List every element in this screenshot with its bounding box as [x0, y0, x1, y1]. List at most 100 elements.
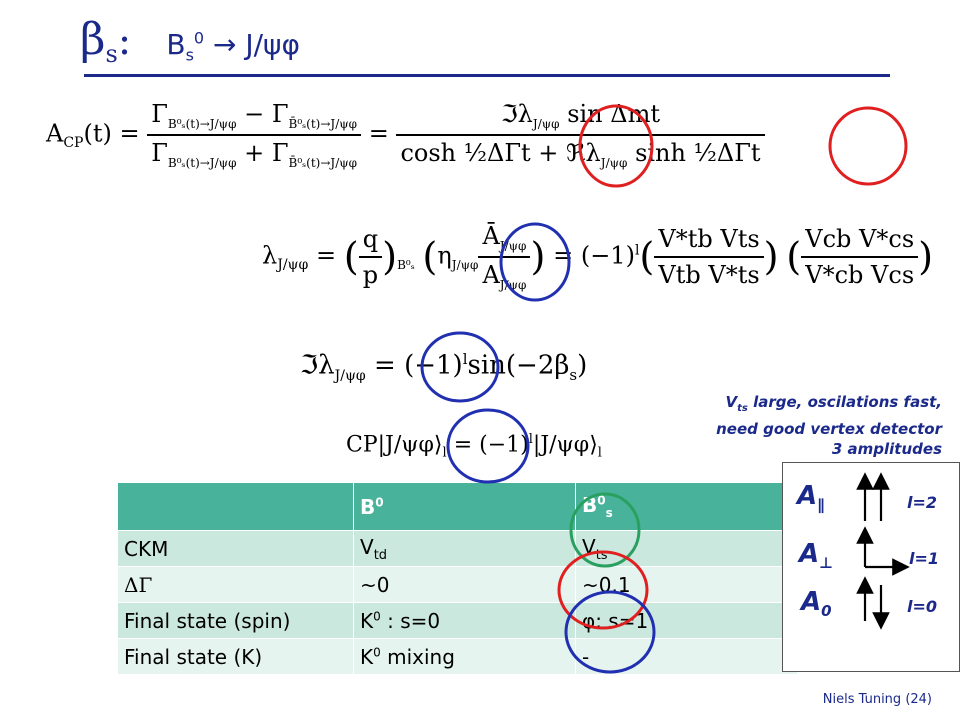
ckm1-den: Vtb V*ts — [658, 260, 760, 289]
equation-im-lambda: ℑλJ/ψφ = (−1)lsin(−2βs) — [300, 350, 587, 384]
table-row: ΔΓ ~0 ~0.1 — [117, 566, 798, 603]
acp-re-lambda-sub: J/ψφ — [600, 155, 628, 170]
lambda-q: q — [358, 225, 383, 258]
paren-close: ) — [918, 234, 934, 280]
table-cell: Vtd — [353, 530, 576, 567]
comparison-table: B0 B0s CKM Vtd Vts ΔΓ ~0 ~0.1 Final stat… — [117, 482, 798, 675]
lambda-abar: ĀJ/ψφ — [478, 222, 531, 258]
imlambda-beta-sub: s — [569, 365, 578, 384]
header-b0s-sup: 0 — [597, 493, 606, 508]
table-cell: CKM — [117, 530, 354, 567]
lambda-lhs-sub: J/ψφ — [277, 257, 309, 274]
paren-close: ) — [382, 234, 398, 280]
equation-cp: CP|J/ψφ⟩l = (−1)l|J/ψφ⟩l — [346, 432, 602, 461]
annotation-text: Vts large, oscilations fast, need good v… — [716, 392, 942, 459]
title-underline — [84, 74, 890, 77]
table-cell: Vts — [575, 530, 798, 567]
acp-frac2-num: ℑλJ/ψφ sin Δmt — [396, 100, 765, 136]
a-symbol: A — [482, 260, 500, 289]
spin-arrows — [856, 472, 910, 630]
table-header-row: B0 B0s — [117, 482, 798, 531]
acp-im-lambda-sub: J/ψφ — [532, 116, 560, 131]
amplitudes-box: A ∥ l=2 A⊥ l=1 A0 l=0 — [782, 462, 960, 672]
acp-plus-gamma: + Γ — [236, 138, 289, 167]
title-zero-sup: 0 — [193, 28, 205, 48]
cp-sign-sup: l — [528, 432, 533, 447]
cell-k-sup: 0 — [373, 608, 381, 623]
cell-k: K — [360, 608, 374, 633]
imlambda-lhs-sub: J/ψφ — [334, 367, 366, 384]
acp-gamma-1-sub: B⁰ₛ(t)→J/ψφ — [167, 116, 237, 131]
imlambda-lhs: ℑλ — [300, 350, 335, 381]
lambda-equals-2: = — [553, 241, 574, 270]
table-cell: ~0 — [353, 566, 576, 603]
lambda-qp-sub: B⁰ₛ — [397, 258, 415, 273]
amplitude-zero: A0 — [801, 587, 832, 620]
table-cell: ~0.1 — [575, 566, 798, 603]
annotation-line-1-rest: large, oscilations fast, — [747, 393, 942, 411]
a-sub: J/ψφ — [499, 277, 527, 292]
cp-rhs-sub: l — [597, 445, 602, 461]
slide-title: βs: Bs0 → J/ψφ — [80, 14, 300, 74]
table-cell: Final state (K) — [117, 638, 354, 675]
title-beta-sub: s — [105, 40, 118, 68]
ckm2-num: Vcb V*cs — [801, 225, 919, 258]
acp-frac1-den: ΓB⁰ₛ(t)→J/ψφ + ΓB̄⁰ₛ(t)→J/ψφ — [147, 136, 361, 170]
amp-sub: ⊥ — [819, 554, 833, 573]
annotation-v-sub: ts — [737, 403, 748, 414]
red-circle-delta-gamma-2 — [828, 106, 908, 186]
amplitude-l1: l=1 — [909, 549, 940, 568]
imlambda-equals: = — [374, 350, 396, 381]
paren-open: ( — [786, 234, 802, 280]
table-row: Final state (spin) K0 : s=0 φ: s=1 — [117, 602, 798, 639]
lambda-equals: = — [315, 241, 337, 270]
acp-lhs-sub: CP — [63, 135, 84, 152]
acp-im-lambda: ℑλ — [500, 100, 533, 128]
paren-open: ( — [639, 234, 655, 280]
acp-minus-gamma: − Γ — [236, 100, 289, 128]
title-beta: β — [80, 14, 106, 65]
lambda-sign: (−1) — [580, 241, 635, 270]
acp-lhs: A — [46, 119, 64, 148]
acp-lhs-arg: (t) = — [83, 119, 140, 148]
table-row: CKM Vtd Vts — [117, 530, 798, 567]
lambda-eta-sub: J/ψφ — [451, 258, 479, 273]
imlambda-sign: (−1) — [404, 350, 463, 381]
amp-name: A — [801, 587, 822, 617]
title-decay-products: → J/ψφ — [204, 28, 300, 61]
footer-page-number: (24) — [905, 692, 932, 707]
paren-close: ) — [530, 234, 546, 280]
lambda-p: p — [362, 260, 379, 289]
equation-acp: ACP(t) = ΓB⁰ₛ(t)→J/ψφ − ΓB̄⁰ₛ(t)→J/ψφ ΓB… — [46, 100, 765, 170]
table-header-b0: B0 — [353, 482, 576, 531]
acp-frac2-den: cosh ½ΔΓt + ℜλJ/ψφ sinh ½ΔΓt — [396, 136, 764, 170]
table-cell: - — [575, 638, 798, 675]
table-cell: ΔΓ — [117, 566, 354, 603]
acp-gamma-1: Γ — [151, 100, 168, 128]
cp-lhs: CP|J/ψφ⟩ — [346, 432, 443, 458]
acp-gamma-4-sub: B̄⁰ₛ(t)→J/ψφ — [288, 155, 358, 170]
amplitude-perp: A⊥ — [799, 539, 833, 572]
abar-symbol: Ā — [482, 222, 500, 250]
amplitude-l0: l=0 — [907, 597, 938, 616]
acp-fraction-1: ΓB⁰ₛ(t)→J/ψφ − ΓB̄⁰ₛ(t)→J/ψφ ΓB⁰ₛ(t)→J/ψ… — [147, 100, 362, 170]
cell-v: V — [360, 534, 374, 559]
header-b0s-sub: s — [605, 506, 613, 520]
amplitude-l2: l=2 — [907, 493, 938, 512]
cell-k: K — [360, 644, 374, 669]
lambda-lhs: λ — [262, 241, 278, 270]
annotation-line-3: 3 amplitudes — [831, 440, 942, 458]
cp-rhs: |J/ψφ⟩ — [532, 432, 598, 458]
acp-equals: = — [368, 119, 389, 148]
cell-k-rest: : s=0 — [380, 608, 441, 633]
amp-sub: ∥ — [817, 496, 825, 515]
title-decay: Bs0 → J/ψφ — [166, 28, 300, 65]
title-B: B — [166, 28, 186, 61]
acp-gamma-3-sub: B⁰ₛ(t)→J/ψφ — [167, 155, 237, 170]
abar-sub: J/ψφ — [499, 238, 527, 253]
acp-gamma-3: Γ — [151, 138, 168, 167]
